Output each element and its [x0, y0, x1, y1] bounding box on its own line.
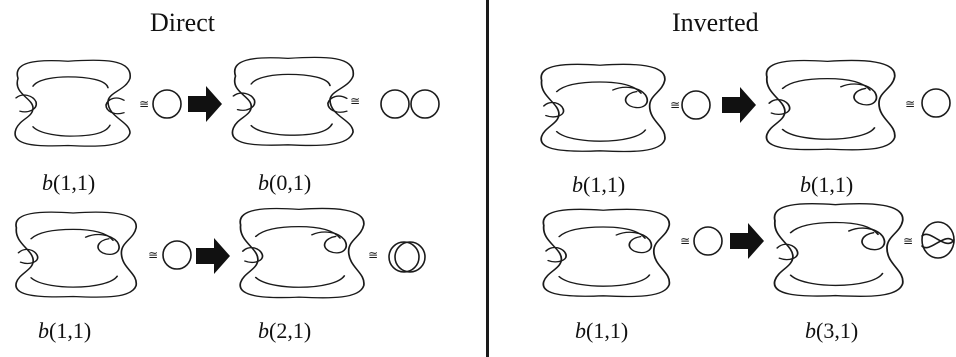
caption-inverted-top-left: b(1,1): [572, 172, 626, 197]
knot-inverted-bottom-right: [773, 202, 904, 298]
arrow-direct-bottom: [196, 238, 230, 274]
unknot-circle: [681, 90, 711, 120]
caption-direct-top-right: b(0,1): [258, 170, 312, 195]
knot-direct-top-right: [231, 56, 355, 147]
unknot-circle: [693, 226, 723, 256]
panel-divider: [486, 0, 489, 357]
congruence-symbol: ≅: [670, 98, 680, 112]
congruence-symbol: ≅: [368, 248, 378, 262]
hopf-circle-2: [394, 241, 426, 273]
knot-direct-bottom-left: [15, 211, 138, 299]
congruence-symbol: ≅: [680, 234, 690, 248]
congruence-symbol: ≅: [905, 97, 915, 111]
arrow-direct-top: [188, 86, 222, 122]
knot-inverted-bottom-left: [542, 208, 671, 298]
caption-direct-bottom-right: b(2,1): [258, 318, 312, 343]
unknot-circle: [152, 89, 182, 119]
unknot-circle: [410, 89, 440, 119]
unknot-circle: [380, 89, 410, 119]
trefoil-strand: [921, 237, 955, 249]
unknot-circle: [162, 240, 192, 270]
caption-inverted-bottom-right: b(3,1): [805, 318, 859, 343]
congruence-symbol: ≅: [148, 248, 158, 262]
knot-inverted-top-left: [540, 63, 666, 153]
knot-direct-bottom-right: [239, 207, 365, 299]
congruence-symbol: ≅: [903, 234, 913, 248]
knot-direct-top-left: [14, 59, 132, 147]
unknot-circle: [921, 88, 951, 118]
arrow-inverted-bottom: [730, 223, 764, 259]
panel-title-direct: Direct: [150, 8, 215, 37]
knot-inverted-top-right: [765, 59, 896, 151]
caption-direct-top-left: b(1,1): [42, 170, 96, 195]
caption-direct-bottom-left: b(1,1): [38, 318, 92, 343]
panel-title-inverted: Inverted: [672, 8, 759, 37]
congruence-symbol: ≅: [139, 97, 149, 111]
congruence-symbol: ≅: [350, 94, 360, 108]
hopf-circle-1: [388, 241, 420, 273]
trefoil-strand: [921, 233, 955, 245]
caption-inverted-top-right: b(1,1): [800, 172, 854, 197]
arrow-inverted-top: [722, 87, 756, 123]
caption-inverted-bottom-left: b(1,1): [575, 318, 629, 343]
